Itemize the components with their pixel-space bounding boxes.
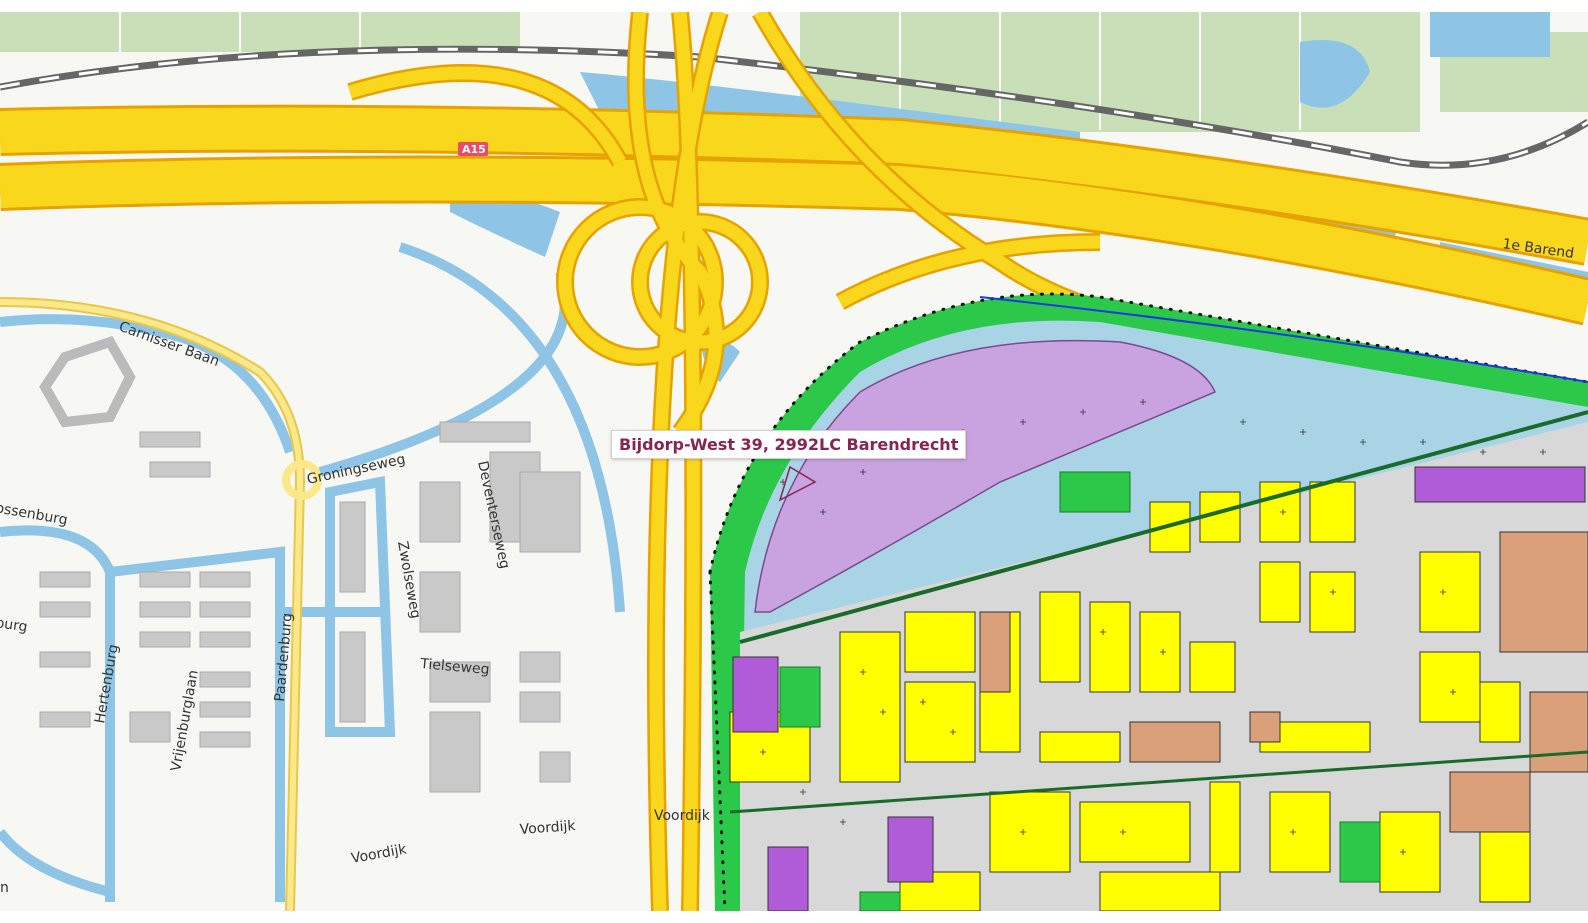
label-voordijk-2: Voordijk — [519, 818, 577, 838]
map-view[interactable]: A15 — [0, 12, 1588, 911]
map-canvas[interactable]: A15 — [0, 12, 1588, 911]
railway — [0, 45, 1588, 169]
road-shield-text: A15 — [462, 143, 486, 156]
road-shield-a15: A15 — [458, 142, 488, 156]
label-burg: burg — [0, 615, 29, 635]
zoning-plan — [708, 292, 1588, 911]
label-tielseweg: Tielseweg — [419, 656, 491, 678]
label-voordijk-3: Voordijk — [654, 808, 711, 824]
label-paardenburg: Paardenburg — [272, 612, 296, 702]
buildings-west — [39, 335, 581, 793]
address-popup-label[interactable]: Bijdorp-West 39, 2992LC Barendrecht — [611, 430, 967, 459]
secondary-roads — [0, 297, 322, 911]
location-marker — [778, 465, 817, 502]
label-n: n — [0, 880, 9, 896]
